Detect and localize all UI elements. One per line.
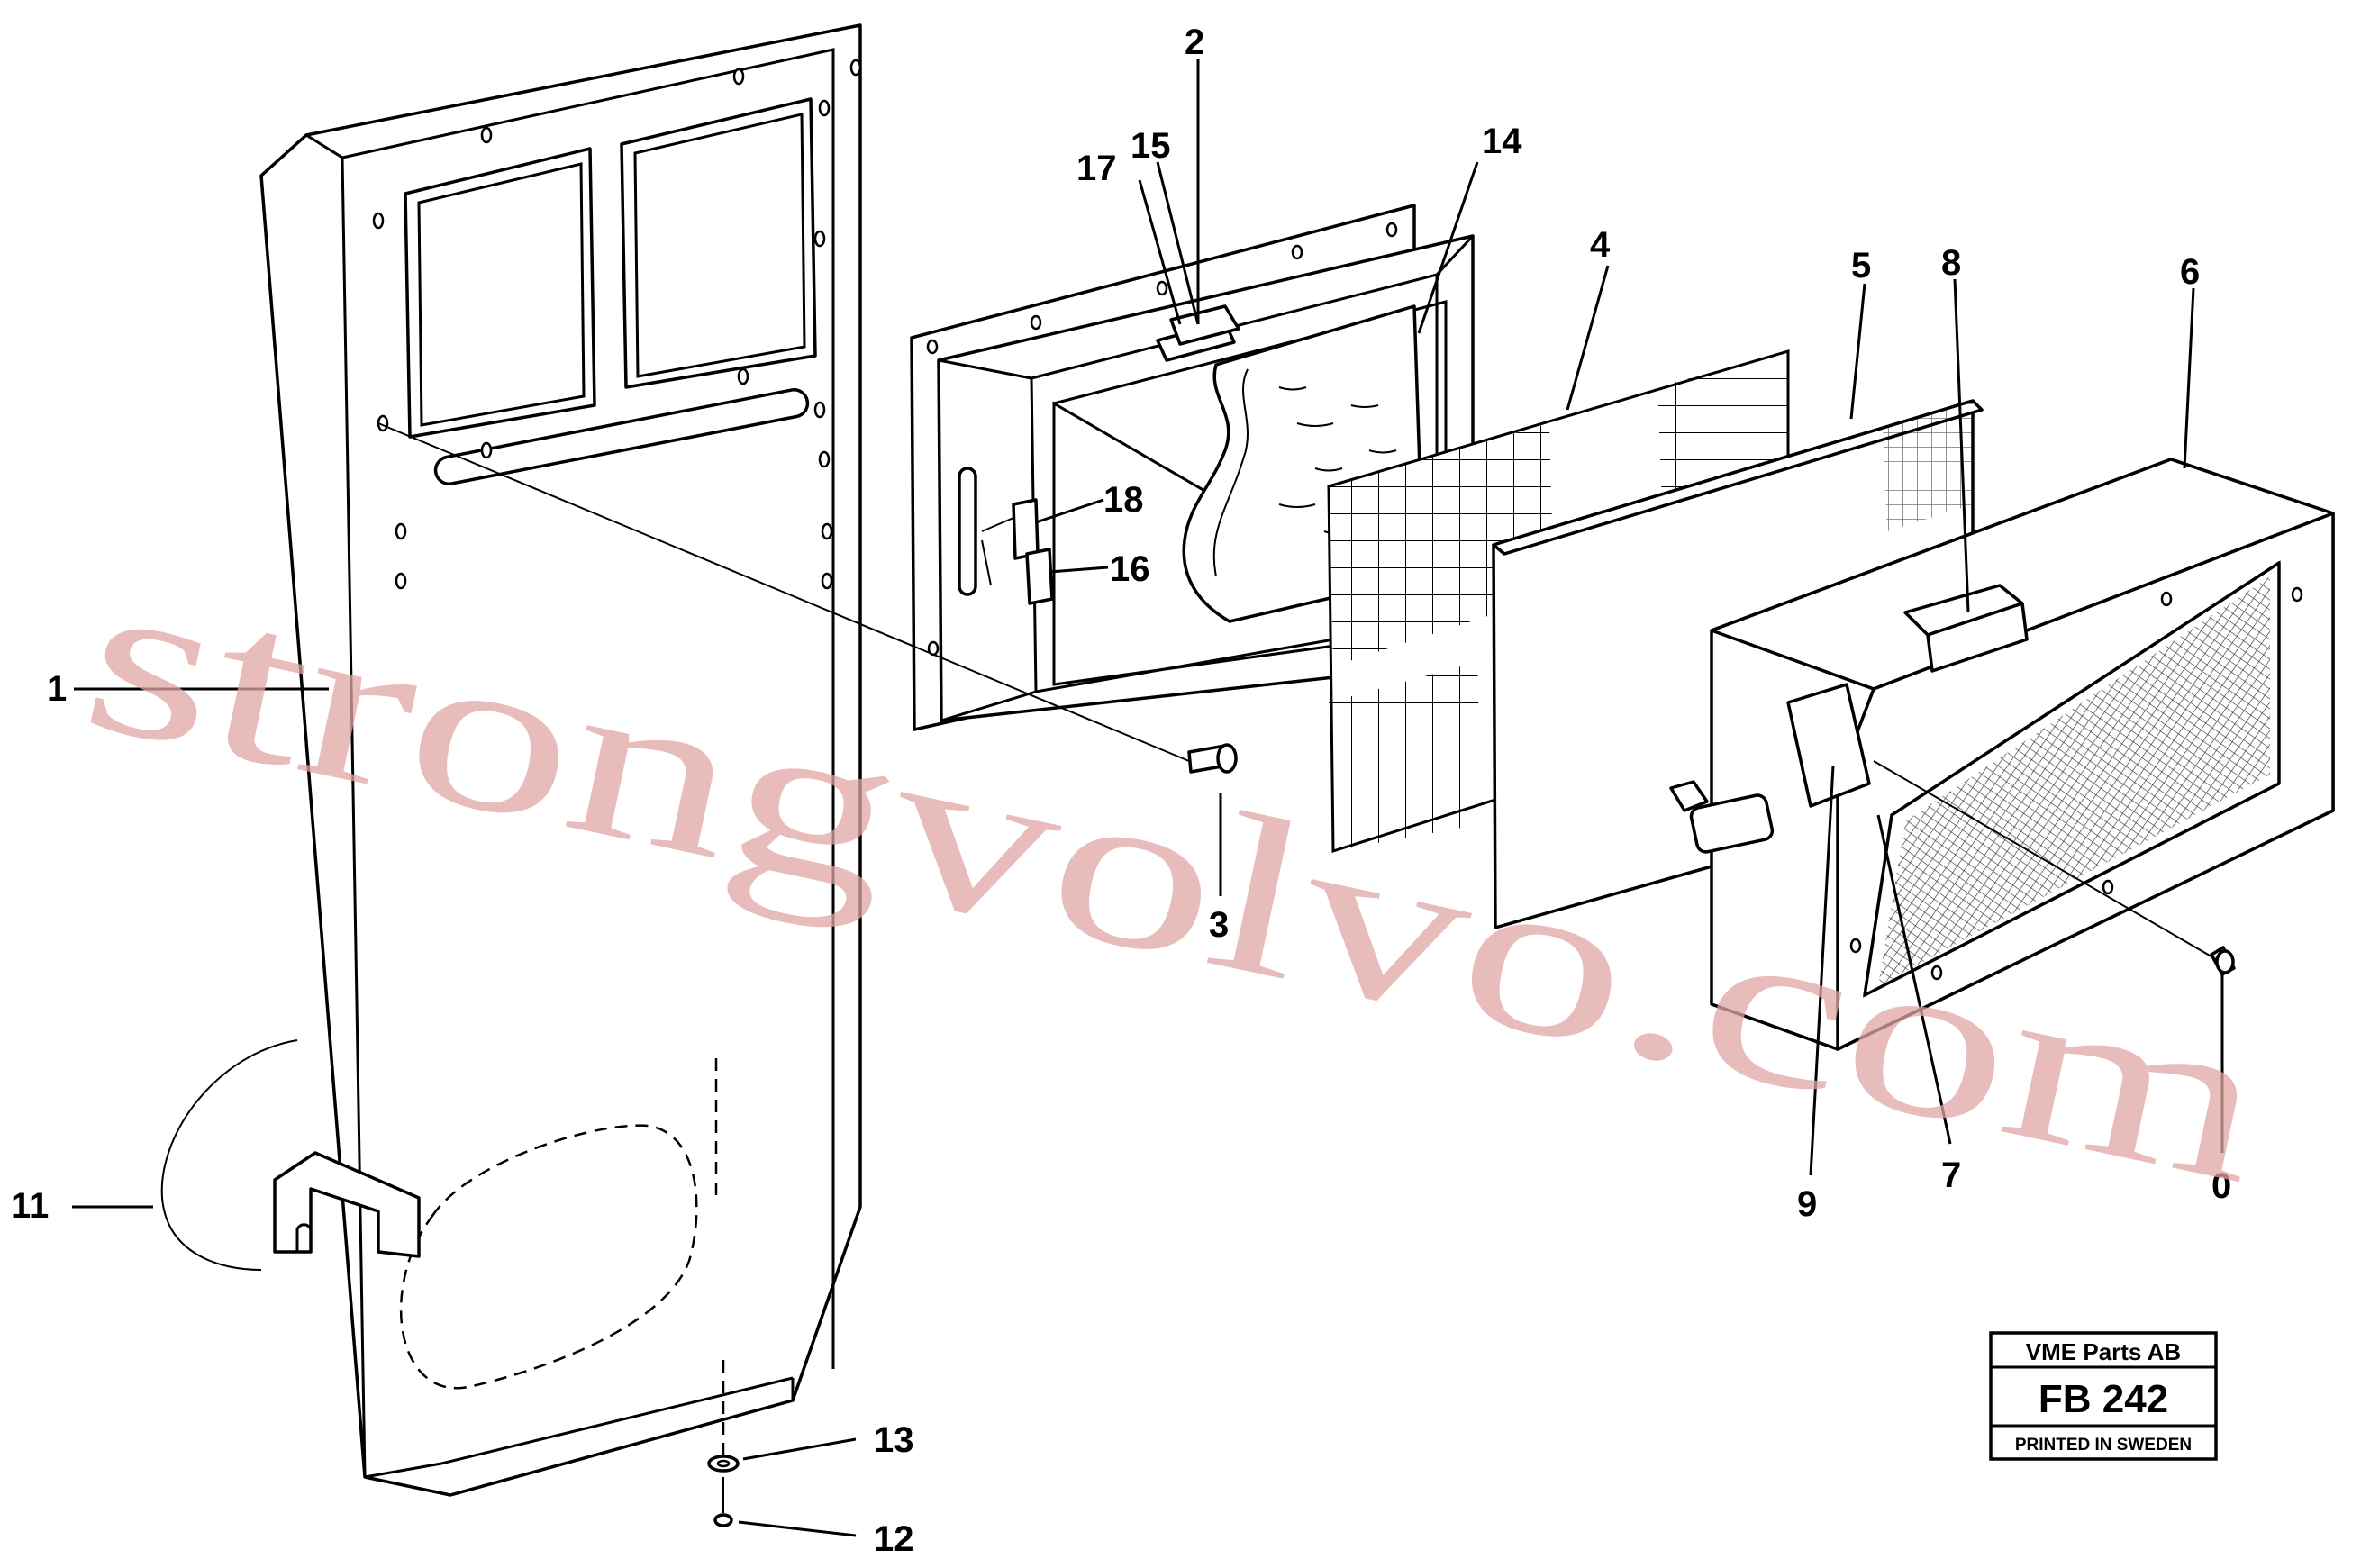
title-stamp: VME Parts AB FB 242 PRINTED IN SWEDEN [1989, 1331, 2218, 1461]
callout-17: 17 [1076, 149, 1117, 188]
callout-16: 16 [1110, 549, 1150, 589]
callout-13: 13 [874, 1420, 914, 1460]
panel-part-1 [259, 23, 862, 1497]
callout-11: 11 [11, 1186, 49, 1226]
callout-8: 8 [1941, 243, 1961, 283]
callout-9: 9 [1797, 1184, 1817, 1224]
callout-2: 2 [1185, 23, 1204, 62]
callout-3: 3 [1209, 905, 1229, 945]
callout-18: 18 [1103, 480, 1144, 520]
callout-4: 4 [1590, 225, 1611, 265]
leader-lines [72, 59, 2224, 1537]
stamp-printed: PRINTED IN SWEDEN [2015, 1436, 2192, 1455]
callouts: 1 2 3 4 5 6 7 8 9 0 11 12 13 14 15 16 17… [11, 23, 2231, 1559]
callout-1: 1 [47, 669, 67, 709]
callout-12: 12 [874, 1519, 914, 1559]
stamp-code: FB 242 [2039, 1377, 2168, 1421]
front-cover-part-6 [1669, 458, 2335, 1051]
screws-part-12-13 [707, 1360, 740, 1527]
callout-7: 7 [1941, 1156, 1961, 1195]
clip-part-11 [160, 1039, 421, 1271]
stamp-company: VME Parts AB [2026, 1338, 2181, 1365]
callout-15: 15 [1131, 126, 1171, 166]
screw-part-10 [2210, 946, 2236, 976]
callout-6: 6 [2180, 252, 2200, 292]
callout-5: 5 [1851, 246, 1871, 286]
callout-14: 14 [1482, 122, 1522, 161]
screw-part-3 [1187, 743, 1238, 774]
callout-10: 0 [2211, 1166, 2231, 1206]
